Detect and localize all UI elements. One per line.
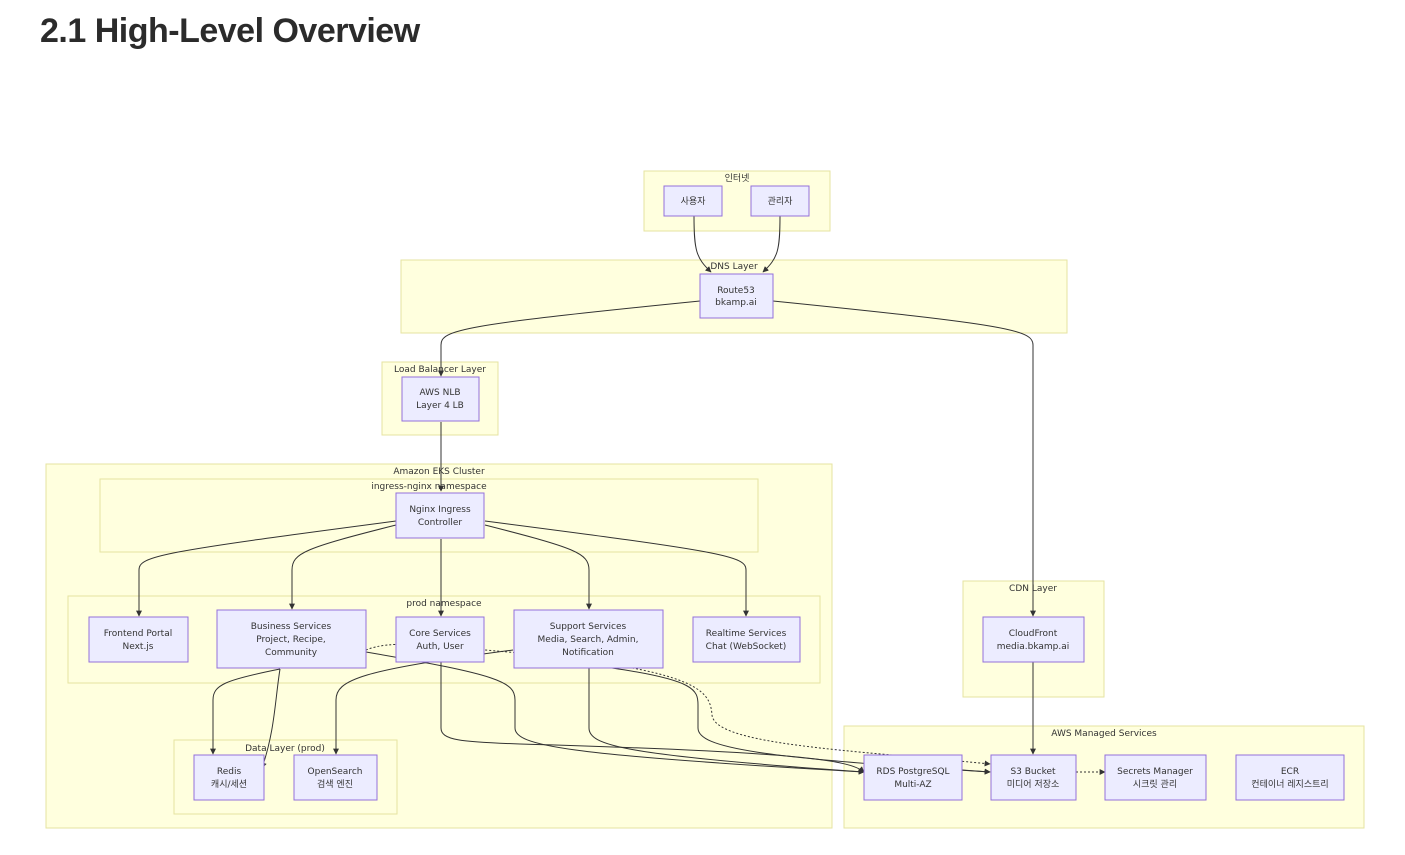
edge-nginx-frontend [136, 520, 397, 617]
cluster-ingress-label: ingress-nginx namespace [371, 482, 487, 492]
edge-user-route53 [693, 215, 712, 273]
edge-route53-nlb [438, 300, 701, 377]
node-admin-label: 관리자 [768, 196, 794, 207]
cluster-prod-label: prod namespace [406, 599, 482, 609]
cluster-data-layer-label: Data Layer (prod) [245, 744, 325, 754]
node-admin: 관리자 [750, 185, 810, 217]
node-user: 사용자 [663, 185, 723, 217]
edge-support-s3 [611, 667, 991, 775]
edge-nginx-realtime [484, 520, 749, 617]
page-title: 2.1 High-Level Overview [40, 12, 420, 50]
edge-business-redis [210, 668, 281, 755]
edge-business-rds [365, 651, 865, 775]
edge-support-rds [588, 668, 865, 775]
edge-nginx-business [289, 524, 397, 610]
edge-nginx-support [484, 524, 592, 610]
edge-business-redis-2 [260, 668, 281, 769]
edge-route53-cloudfront [772, 300, 1036, 617]
edge-core-rds [440, 662, 865, 773]
edge-rds-s3 [961, 768, 991, 775]
edge-admin-route53 [762, 215, 781, 273]
cluster-load-balancer-label: Load Balancer Layer [394, 365, 486, 375]
cluster-dns-layer-label: DNS Layer [710, 262, 758, 272]
node-user-label: 사용자 [681, 196, 707, 207]
cluster-internet-label: 인터넷 [725, 173, 750, 184]
cluster-aws-managed-label: AWS Managed Services [1051, 729, 1157, 739]
cluster-eks-label: Amazon EKS Cluster [393, 467, 485, 477]
